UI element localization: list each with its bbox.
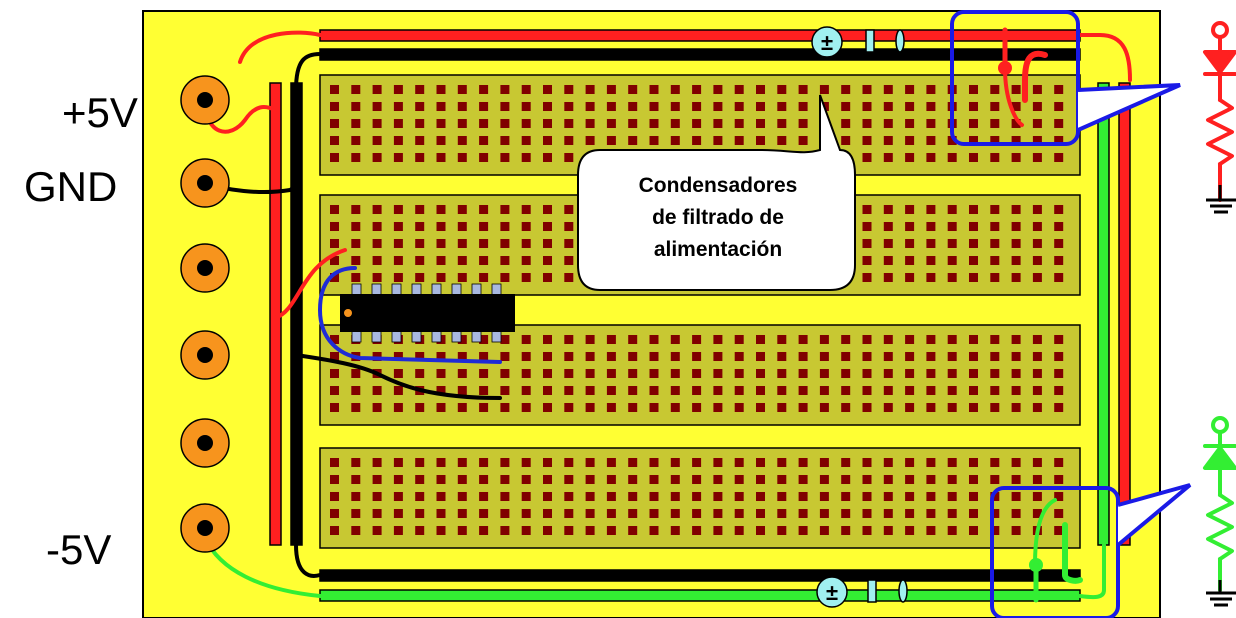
label-plus5v: +5V: [62, 89, 138, 136]
binding-post[interactable]: [180, 418, 230, 468]
label-gnd: GND: [24, 163, 118, 210]
binding-post[interactable]: [180, 158, 230, 208]
ic-chip: [340, 283, 515, 343]
rail-green-right: [1097, 82, 1110, 546]
led-red-component: [998, 27, 1048, 127]
ground-symbol-bottom: [1206, 580, 1236, 607]
schematic-red-led: [1203, 21, 1236, 202]
rail-green-bottom: [319, 589, 1081, 602]
binding-post[interactable]: [180, 330, 230, 380]
binding-post[interactable]: [180, 503, 230, 553]
binding-post[interactable]: [180, 75, 230, 125]
callout-line-3: alimentación: [654, 238, 782, 261]
capacitor-top-symbol: ±: [821, 30, 833, 55]
callout-line-1: Condensadores: [639, 174, 798, 197]
callout-bubble: Condensadores de filtrado de alimentació…: [577, 94, 856, 291]
capacitor-bottom: ±: [816, 576, 908, 608]
callout-line-2: de filtrado de: [652, 206, 784, 229]
wire-ic-black-gnd: [294, 353, 502, 400]
wire-ic-blue-top: [317, 266, 502, 364]
schematic-green-led: [1203, 416, 1236, 592]
wire-black-top: [294, 52, 322, 92]
rail-black-bottom: [319, 569, 1081, 582]
ground-symbol-top: [1206, 185, 1236, 214]
binding-post[interactable]: [180, 243, 230, 293]
breadboard-strip: [319, 324, 1081, 426]
highlight-red-led: [950, 10, 1181, 146]
wire-green-right: [1078, 543, 1106, 600]
rail-black-top: [319, 48, 1081, 61]
capacitor-bottom-symbol: ±: [826, 580, 838, 605]
rail-black-left: [290, 82, 303, 546]
wire-ic-red: [273, 248, 347, 320]
led-green-component: [1029, 498, 1083, 603]
capacitor-top: ±: [811, 26, 905, 58]
wire-red-top: [238, 30, 1132, 82]
rail-red-right: [1118, 82, 1131, 546]
wire-black-bottom: [294, 543, 322, 578]
label-minus5v: -5V: [46, 526, 112, 573]
highlight-green-led: [990, 483, 1192, 618]
breadboard-strip: [319, 447, 1081, 549]
